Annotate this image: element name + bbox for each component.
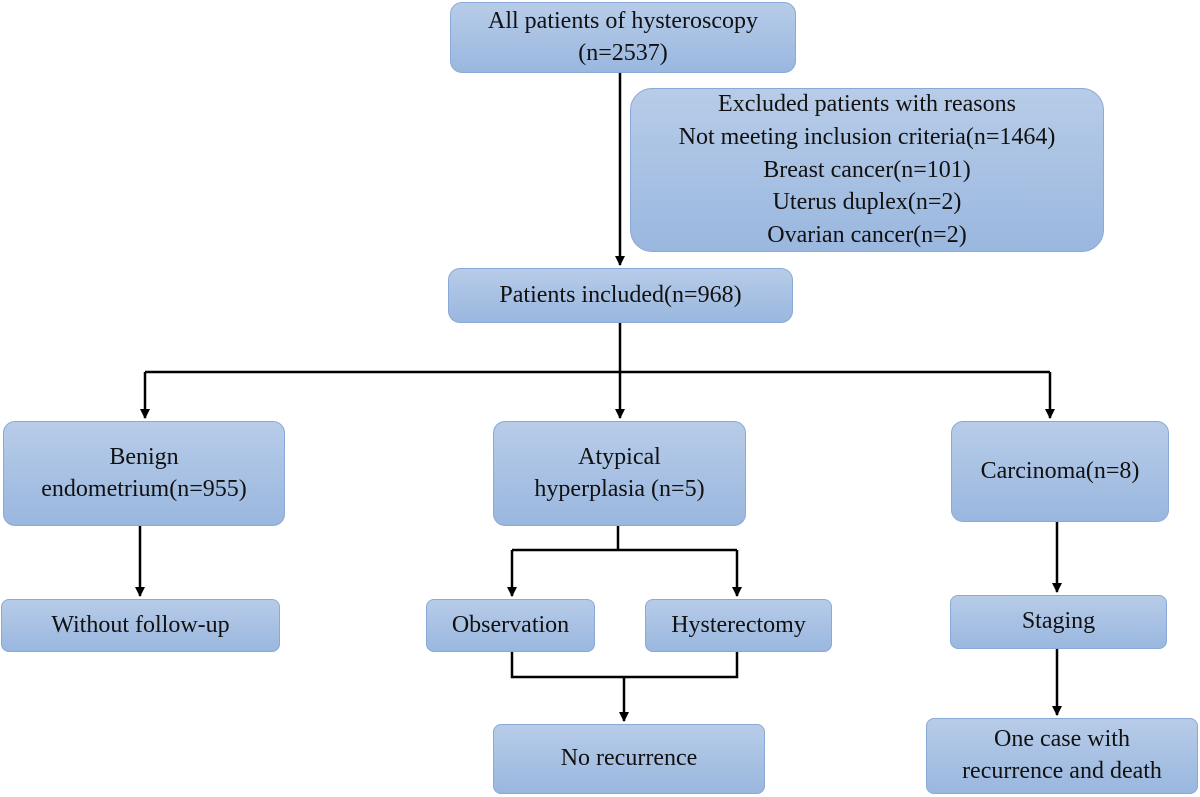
excluded-reason-ovarian-cancer: Ovarian cancer(n=2) [767, 221, 967, 248]
box-carcinoma: Carcinoma(n=8) [951, 421, 1169, 522]
hysterectomy-label: Hysterectomy [671, 611, 806, 638]
box-observation: Observation [426, 599, 595, 652]
box-patients-included: Patients included(n=968) [448, 268, 793, 323]
atypical-line-2: hyperplasia (n=5) [534, 475, 705, 502]
box-recurrence-and-death: One case with recurrence and death [926, 718, 1198, 794]
atypical-line-1: Atypical [578, 443, 661, 470]
all-patients-line-2: (n=2537) [578, 39, 668, 66]
box-staging: Staging [950, 595, 1167, 649]
no-recurrence-label: No recurrence [560, 745, 698, 772]
benign-line-2: endometrium(n=955) [41, 475, 247, 502]
box-no-recurrence: No recurrence [493, 724, 765, 794]
box-all-patients: All patients of hysteroscopy (n=2537) [450, 2, 796, 73]
without-follow-up-label: Without follow-up [51, 611, 230, 638]
excluded-heading: Excluded patients with reasons [718, 91, 1016, 118]
line-merge [510, 652, 739, 679]
excluded-reason-inclusion: Not meeting inclusion criteria(n=1464) [678, 124, 1056, 151]
box-without-follow-up: Without follow-up [1, 599, 280, 652]
excluded-reason-uterus-duplex: Uterus duplex(n=2) [772, 189, 962, 216]
all-patients-line-1: All patients of hysteroscopy [488, 7, 758, 34]
box-benign-endometrium: Benign endometrium(n=955) [3, 421, 285, 526]
included-label: Patients included(n=968) [499, 281, 742, 308]
box-excluded: Excluded patients with reasons Not meeti… [630, 88, 1104, 252]
observation-label: Observation [451, 611, 570, 638]
box-atypical-hyperplasia: Atypical hyperplasia (n=5) [493, 421, 746, 526]
staging-label: Staging [1021, 608, 1096, 635]
recurrence-line-2: recurrence and death [962, 758, 1162, 784]
excluded-reason-breast-cancer: Breast cancer(n=101) [763, 156, 971, 183]
box-hysterectomy: Hysterectomy [645, 599, 832, 652]
benign-line-1: Benign [109, 443, 179, 470]
recurrence-line-1: One case with [994, 726, 1130, 753]
carcinoma-label: Carcinoma(n=8) [980, 457, 1140, 484]
